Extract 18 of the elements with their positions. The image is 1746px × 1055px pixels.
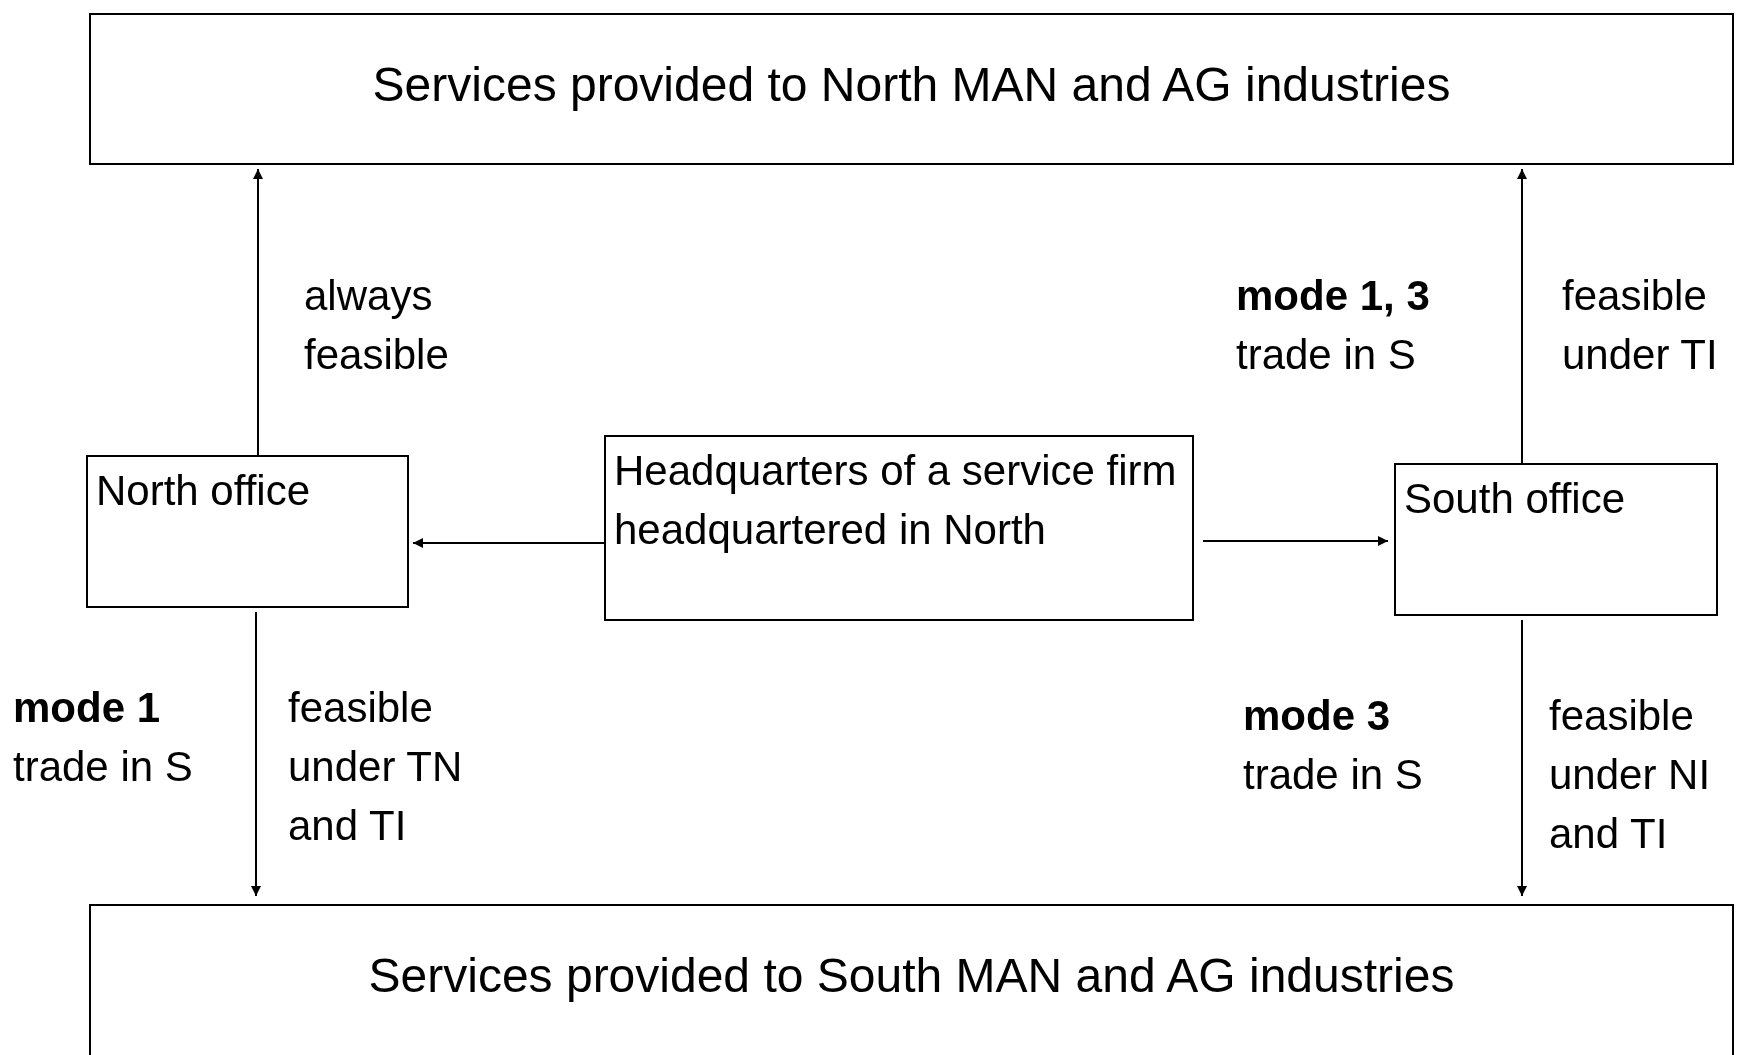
service-box: Services provided to North MAN and AG industries (89, 13, 1734, 165)
edge-annotation: mode 1, 3 trade in S (1236, 271, 1431, 380)
edge-annotation: mode 3 trade in S (1243, 691, 1424, 800)
arrow (253, 168, 263, 456)
arrow (1517, 168, 1527, 464)
arrow (412, 538, 605, 548)
office-box: North office (86, 455, 409, 608)
arrow (1517, 619, 1527, 897)
edge-annotation: always feasible (304, 271, 450, 380)
edge-annotation: feasible under NI and TI (1549, 691, 1712, 859)
arrow (251, 611, 261, 897)
edge-annotation: feasible under TN and TI (288, 683, 464, 851)
edge-annotation: feasible under TI (1562, 271, 1719, 380)
edge-annotation: mode 1 trade in S (13, 683, 194, 792)
office-box: Headquarters of a service firm headquartered in North (604, 435, 1194, 621)
service-box: Services provided to South MAN and AG industries (89, 904, 1734, 1055)
arrow (1202, 536, 1389, 546)
office-box: South office (1394, 463, 1718, 616)
